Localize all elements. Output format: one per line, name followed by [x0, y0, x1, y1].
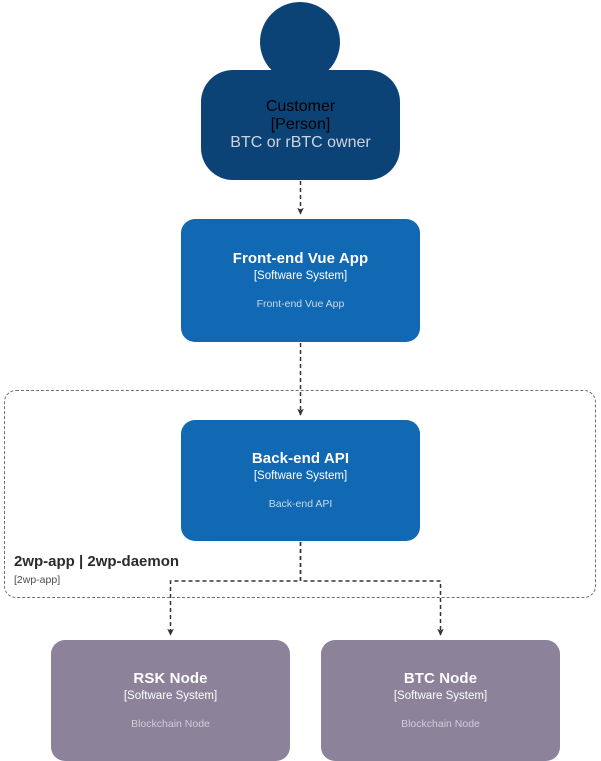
node-frontend-vue-app[interactable]: Front-end Vue App [Software System] Fron…: [181, 219, 420, 342]
boundary-title: 2wp-app | 2wp-daemon: [14, 553, 180, 570]
node-rsk-type: [Software System]: [123, 690, 218, 703]
person-head-icon: [260, 2, 340, 82]
person-body: Customer [Person] BTC or rBTC owner: [201, 70, 400, 180]
node-btc-type: [Software System]: [393, 690, 488, 703]
node-btc-title: BTC Node: [403, 669, 478, 687]
node-customer[interactable]: Customer [Person] BTC or rBTC owner: [201, 2, 400, 180]
node-frontend-description: Front-end Vue App: [256, 298, 345, 311]
node-customer-title: Customer: [265, 98, 336, 115]
node-backend-description: Back-end API: [268, 498, 333, 511]
node-btc-description: Blockchain Node: [401, 718, 480, 731]
boundary-2wp-app: [4, 390, 596, 598]
node-rsk-description: Blockchain Node: [131, 718, 210, 731]
node-frontend-type: [Software System]: [253, 270, 348, 283]
node-backend-title: Back-end API: [251, 449, 350, 467]
node-frontend-title: Front-end Vue App: [232, 249, 369, 267]
node-customer-description: BTC or rBTC owner: [230, 134, 371, 151]
node-backend-api[interactable]: Back-end API [Software System] Back-end …: [181, 420, 420, 541]
node-backend-type: [Software System]: [253, 470, 348, 483]
node-rsk-node[interactable]: RSK Node [Software System] Blockchain No…: [51, 640, 290, 761]
node-customer-type: [Person]: [270, 116, 331, 133]
node-btc-node[interactable]: BTC Node [Software System] Blockchain No…: [321, 640, 560, 761]
boundary-label: 2wp-app | 2wp-daemon [2wp-app]: [14, 553, 179, 587]
boundary-type: [2wp-app]: [14, 573, 61, 586]
node-rsk-title: RSK Node: [133, 669, 208, 687]
